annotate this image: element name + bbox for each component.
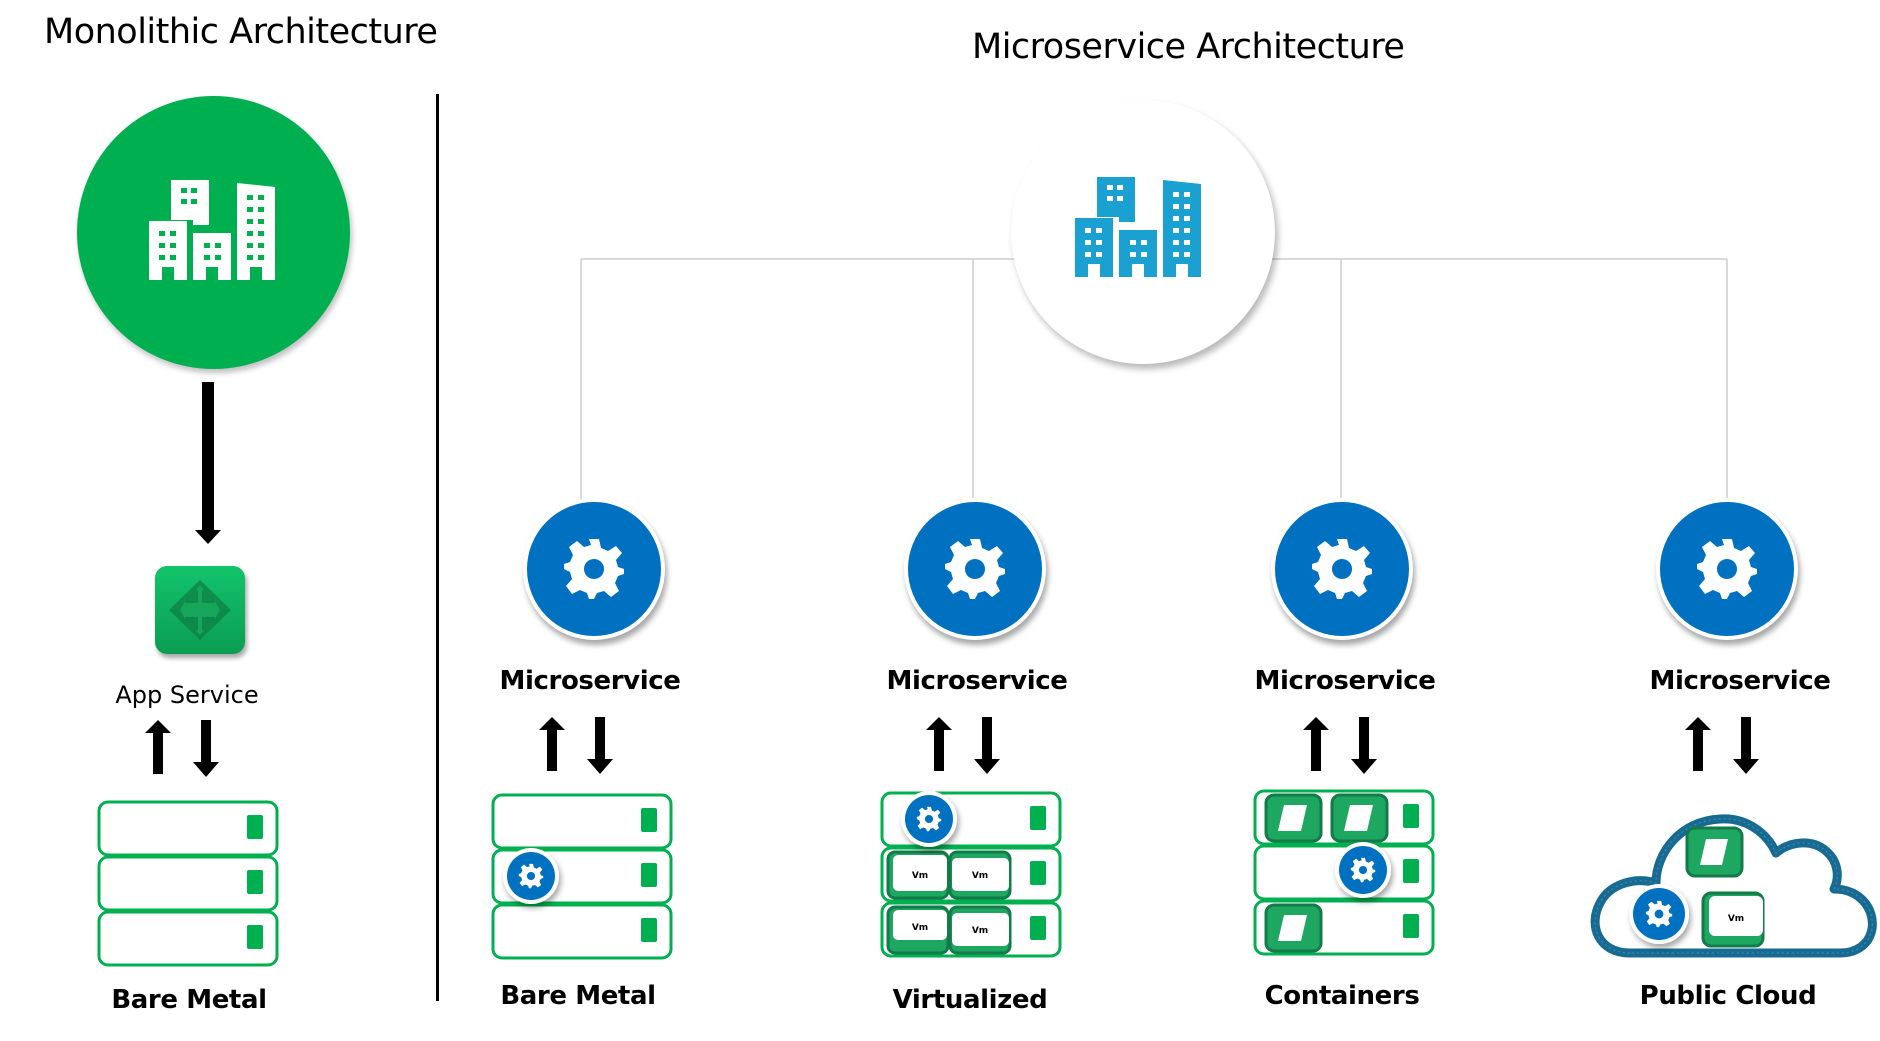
- svg-text:Vm: Vm: [1728, 914, 1744, 924]
- container-tiles: [1264, 793, 1389, 953]
- gear-icon: [1310, 537, 1374, 601]
- monolithic-platform-label: Bare Metal: [111, 985, 267, 1015]
- app-service-icon: [155, 566, 245, 654]
- building-windows: [1085, 185, 1190, 257]
- microservice-node-2: [904, 498, 1046, 640]
- bidirectional-arrows-icon: [1685, 717, 1759, 774]
- server-stack-icon: [491, 793, 673, 960]
- svg-text:Vm: Vm: [912, 871, 928, 881]
- microservice-node-3: [1271, 498, 1413, 640]
- microservice-label-2: Microservice: [886, 666, 1068, 696]
- microservice-label-4: Microservice: [1649, 666, 1831, 696]
- vm-server-stack-icon: Vm Vm Vm Vm: [880, 791, 1062, 958]
- app-service-label: App Service: [115, 681, 259, 709]
- svg-text:Vm: Vm: [912, 923, 928, 933]
- svg-text:Vm: Vm: [972, 926, 988, 936]
- gear-badge: [1335, 842, 1391, 898]
- bidirectional-arrows-icon: [145, 720, 219, 777]
- bidirectional-arrows-icon: [539, 717, 613, 774]
- platform-label-3: Containers: [1264, 981, 1420, 1011]
- microservice-label-3: Microservice: [1254, 666, 1436, 696]
- platform-label-2: Virtualized: [892, 985, 1048, 1015]
- microservice-label-1: Microservice: [499, 666, 681, 696]
- gear-badge: [901, 791, 957, 847]
- gear-icon: [943, 537, 1007, 601]
- bidirectional-arrows-icon: [1303, 717, 1377, 774]
- platform-label-4: Public Cloud: [1639, 981, 1817, 1011]
- microservice-app-node: [1011, 100, 1275, 364]
- arrow-down-icon: [195, 382, 221, 544]
- gear-badge: [1629, 884, 1689, 944]
- server-stack-icon: [97, 800, 279, 967]
- svg-text:Vm: Vm: [972, 871, 988, 881]
- platform-label-1: Bare Metal: [500, 981, 656, 1011]
- microservice-title: Microservice Architecture: [972, 27, 1405, 67]
- gear-icon: [1695, 537, 1759, 601]
- building-windows: [159, 188, 264, 260]
- gear-badge: [503, 848, 559, 904]
- monolithic-app-node: [77, 96, 350, 369]
- microservice-node-1: [523, 498, 665, 640]
- gear-icon: [562, 537, 626, 601]
- bidirectional-arrows-icon: [926, 717, 1000, 774]
- container-server-stack-icon: [1253, 789, 1435, 956]
- cloud-icon: Vm: [1590, 814, 1877, 958]
- vm-tiles: Vm Vm Vm Vm: [886, 850, 1012, 955]
- monolithic-title: Monolithic Architecture: [44, 12, 438, 52]
- microservice-node-4: [1656, 498, 1798, 640]
- section-divider: [436, 94, 439, 1001]
